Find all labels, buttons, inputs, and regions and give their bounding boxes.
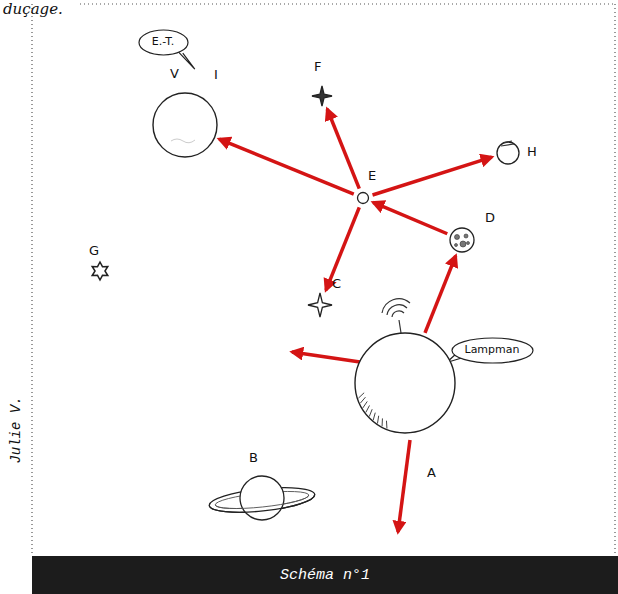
body-label: D: [485, 211, 495, 225]
small-body: E: [356, 191, 370, 205]
dotted-frame: [32, 4, 615, 556]
ringed-planet: B: [207, 473, 317, 527]
red-arrow: [425, 256, 456, 333]
red-arrow: [373, 202, 447, 233]
body-label: F: [314, 60, 321, 74]
speech-bubble: E.-T.: [138, 29, 189, 56]
antenna-signal: [382, 299, 410, 333]
heading-fragment: duçage.: [3, 0, 63, 18]
star-shape: [312, 86, 332, 106]
star: C: [308, 293, 332, 317]
star: G: [91, 262, 109, 280]
body-label: E: [368, 169, 376, 183]
planet: A: [354, 332, 456, 434]
body-label: I: [214, 68, 218, 82]
speech-bubble: Lampman: [451, 337, 534, 364]
body-label: C: [332, 277, 341, 291]
red-arrow: [326, 207, 359, 290]
planet-shape: [354, 332, 456, 434]
planet: D: [449, 227, 475, 253]
bubble-text: E.-T.: [152, 36, 174, 48]
body-label: H: [527, 145, 537, 159]
author-credit: Julie V.: [8, 396, 24, 463]
small-body-shape: [356, 191, 370, 205]
body-label: B: [249, 451, 258, 465]
bubble-text: Lampman: [465, 344, 520, 356]
star-shape: [91, 262, 109, 280]
planet: I: [152, 92, 218, 158]
body-label: A: [427, 466, 436, 480]
red-arrow: [327, 109, 359, 189]
planet: H: [495, 139, 521, 165]
planet-shape: [495, 139, 521, 165]
star: F: [312, 86, 332, 106]
body-label: G: [89, 244, 99, 258]
star-shape: [308, 293, 332, 317]
ringed-planet-shape: [207, 473, 317, 527]
caption: Schéma n°1: [280, 567, 370, 584]
planet-shape: [152, 92, 218, 158]
red-arrow: [373, 157, 492, 195]
planet-shape: [449, 227, 475, 253]
caption-bar: Schéma n°1: [32, 556, 618, 594]
planet-mark: V: [170, 66, 179, 81]
red-arrow: [219, 139, 354, 194]
